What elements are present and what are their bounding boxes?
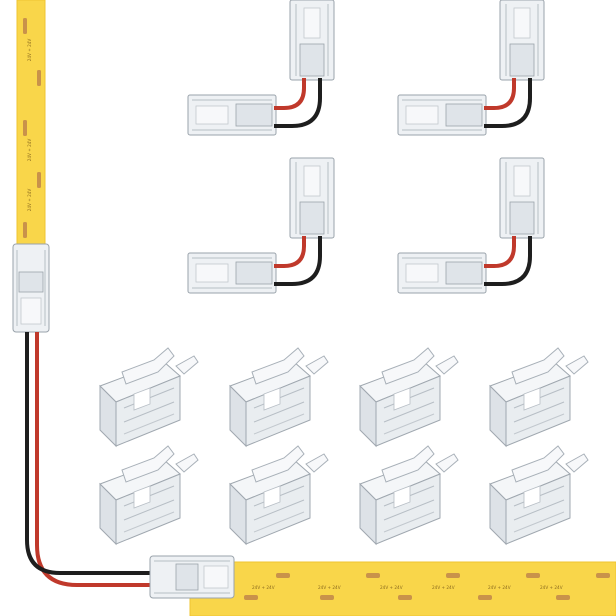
cob-chip (556, 595, 570, 600)
clear-clip-7 (359, 445, 459, 545)
cob-chip (478, 595, 492, 600)
clear-clip-4 (489, 347, 589, 447)
cob-chip (23, 120, 27, 136)
clear-clip-2 (229, 347, 329, 447)
l-wire-connector-2 (396, 0, 546, 137)
cob-chip (276, 573, 290, 578)
strip-voltage-label: 24V + 24V (27, 189, 32, 212)
l-wire-connector-4 (396, 156, 546, 295)
cob-chip (23, 18, 27, 34)
cob-chip (244, 595, 258, 600)
connecting-wires (25, 332, 152, 587)
strip-voltage-label: 24V + 24V (540, 585, 563, 590)
strip-voltage-label: 24V + 24V (252, 585, 275, 590)
clear-clip-6 (229, 445, 329, 545)
cob-chip (23, 222, 27, 238)
cob-chip (398, 595, 412, 600)
cob-chip (37, 70, 41, 86)
cob-chip (526, 573, 540, 578)
strip-connector-clip-top (12, 243, 50, 333)
clear-clip-8 (489, 445, 589, 545)
strip-voltage-label: 24V + 24V (27, 39, 32, 62)
clear-clip-1 (99, 347, 199, 447)
l-wire-connector-3 (186, 156, 336, 295)
l-wire-connector-1 (186, 0, 336, 137)
strip-connector-clip-bottom (149, 555, 235, 599)
strip-voltage-label: 24V + 24V (380, 585, 403, 590)
cob-chip (596, 573, 610, 578)
cob-chip (37, 172, 41, 188)
clear-clip-5 (99, 445, 199, 545)
strip-voltage-label: 24V + 24V (318, 585, 341, 590)
strip-voltage-label: 24V + 24V (432, 585, 455, 590)
cob-chip (366, 573, 380, 578)
clear-clip-3 (359, 347, 459, 447)
vertical-led-strip: 24V + 24V 24V + 24V 24V + 24V (16, 0, 46, 259)
horizontal-led-strip: 24V + 24V 24V + 24V 24V + 24V 24V + 24V 24V … (189, 561, 616, 616)
strip-voltage-label: 24V + 24V (27, 139, 32, 162)
cob-chip (446, 573, 460, 578)
strip-voltage-label: 24V + 24V (488, 585, 511, 590)
cob-chip (320, 595, 334, 600)
